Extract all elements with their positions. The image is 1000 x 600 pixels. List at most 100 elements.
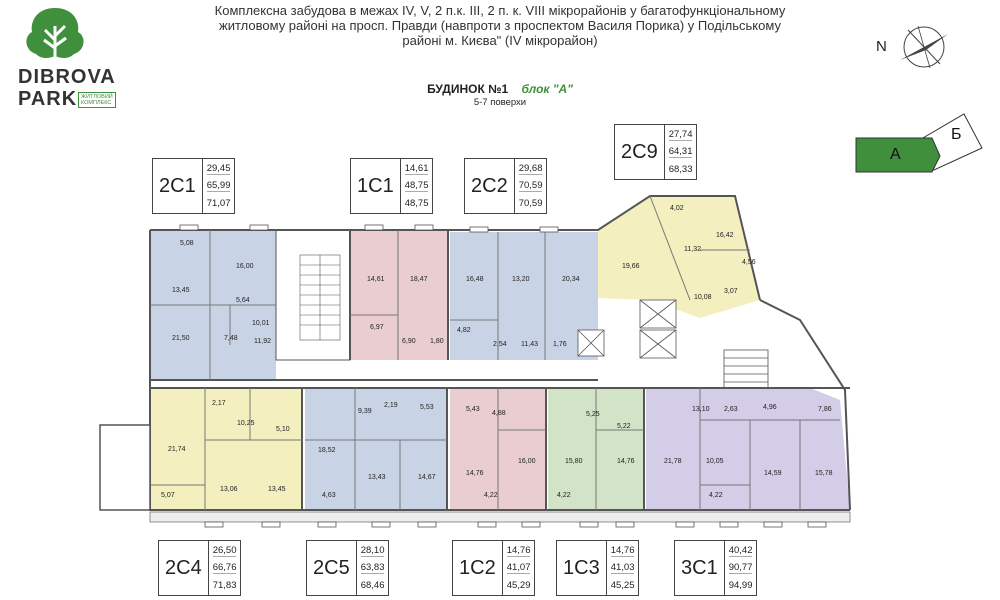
unit-area-total: 70,59 <box>518 180 543 193</box>
unit-label-2c2: 2С2 29,68 70,59 70,59 <box>464 158 548 214</box>
room-area: 1,76 <box>553 341 567 348</box>
room-area: 21,74 <box>168 446 186 453</box>
room-area: 4,22 <box>557 492 571 499</box>
unit-area-gross: 68,46 <box>360 580 385 592</box>
unit-area-living: 40,42 <box>728 544 753 557</box>
room-area: 2,54 <box>493 341 507 348</box>
room-area: 14,61 <box>367 276 385 283</box>
unit-2c5-area <box>305 388 447 510</box>
unit-area-gross: 70,59 <box>518 198 543 210</box>
room-area: 4,02 <box>670 205 684 212</box>
unit-area-gross: 48,75 <box>404 198 429 210</box>
room-area: 20,34 <box>562 276 580 283</box>
unit-area-total: 90,77 <box>728 562 753 575</box>
room-area: 18,47 <box>410 276 428 283</box>
unit-area-total: 63,83 <box>360 562 385 575</box>
unit-2c4-area <box>150 388 302 510</box>
room-area: 10,05 <box>706 458 724 465</box>
unit-area-living: 14,61 <box>404 162 429 175</box>
unit-area-total: 48,75 <box>404 180 429 193</box>
compass-icon <box>900 25 948 69</box>
unit-2c9-area <box>598 196 760 318</box>
unit-area-living: 29,68 <box>518 162 543 175</box>
room-area: 2,19 <box>384 402 398 409</box>
room-area: 11,43 <box>521 341 538 348</box>
logo-word-2: PARK <box>18 88 78 110</box>
unit-label-2c1: 2С1 29,45 65,99 71,07 <box>152 158 236 214</box>
tree-icon <box>26 8 84 64</box>
project-description-line-2: житловому районі на просп. Правди (навпр… <box>219 18 781 33</box>
room-area: 16,42 <box>716 232 734 239</box>
block-key-other: Б <box>951 126 962 143</box>
room-area: 5,10 <box>276 426 290 433</box>
room-area: 4,56 <box>742 259 756 266</box>
room-area: 5,43 <box>466 406 480 413</box>
logo-tagline-1: ЖИТЛОВИЙ <box>81 94 113 100</box>
unit-area-total: 65,99 <box>206 180 231 193</box>
room-area: 1,80 <box>430 338 444 345</box>
room-area: 5,64 <box>236 297 250 304</box>
room-area: 10,08 <box>694 294 712 301</box>
room-area: 2,17 <box>212 400 226 407</box>
room-area: 3,07 <box>724 288 738 295</box>
unit-area-living: 29,45 <box>206 162 231 175</box>
unit-area-living: 14,76 <box>610 544 635 557</box>
floors-label: 5-7 поверхи <box>473 97 527 108</box>
unit-code: 1С1 <box>351 159 401 213</box>
unit-area-gross: 45,29 <box>506 580 531 592</box>
unit-code: 1С2 <box>453 541 503 595</box>
unit-code: 2С1 <box>153 159 203 213</box>
logo-tagline-2: КОМПЛЕКС <box>81 100 112 106</box>
room-area: 4,22 <box>709 492 723 499</box>
block-label: блок "А" <box>521 82 573 96</box>
room-area: 5,25 <box>586 411 600 418</box>
unit-1c1-area <box>350 230 448 360</box>
room-area: 13,45 <box>268 486 286 493</box>
room-area: 16,00 <box>236 263 254 270</box>
room-area: 2,63 <box>724 406 738 413</box>
unit-code: 2С9 <box>615 125 665 179</box>
unit-area-gross: 68,33 <box>668 164 693 176</box>
room-area: 15,80 <box>565 458 583 465</box>
unit-3c1-area <box>646 388 850 510</box>
room-area: 4,63 <box>322 492 336 499</box>
room-area: 21,50 <box>172 335 190 342</box>
room-area: 6,97 <box>370 324 384 331</box>
logo-word-1: DIBROVA <box>18 66 116 88</box>
room-area: 4,96 <box>763 404 777 411</box>
room-area: 14,59 <box>764 470 782 477</box>
room-area: 13,06 <box>220 486 238 493</box>
room-area: 6,90 <box>402 338 416 345</box>
room-area: 13,10 <box>692 406 710 413</box>
unit-area-gross: 45,25 <box>610 580 635 592</box>
room-area: 11,32 <box>684 246 701 253</box>
room-area: 19,66 <box>622 263 640 270</box>
building-title: БУДИНОК №1 <box>427 82 509 96</box>
unit-area-gross: 94,99 <box>728 580 753 592</box>
unit-label-3c1: 3С1 40,42 90,77 94,99 <box>674 540 758 596</box>
unit-code: 2С4 <box>159 541 209 595</box>
room-area: 16,00 <box>518 458 536 465</box>
room-area: 13,20 <box>512 276 530 283</box>
unit-code: 2С2 <box>465 159 515 213</box>
unit-area-living: 26,50 <box>212 544 237 557</box>
room-area: 14,76 <box>466 470 484 477</box>
room-area: 11,92 <box>254 338 271 345</box>
room-area: 4,22 <box>484 492 498 499</box>
room-area: 4,88 <box>492 410 506 417</box>
unit-code: 3С1 <box>675 541 725 595</box>
room-area: 5,07 <box>161 492 175 499</box>
unit-area-living: 14,76 <box>506 544 531 557</box>
room-area: 21,78 <box>664 458 682 465</box>
unit-area-total: 66,76 <box>212 562 237 575</box>
room-area: 5,08 <box>180 240 194 247</box>
room-area: 7,48 <box>224 335 238 342</box>
room-area: 7,86 <box>818 406 832 413</box>
unit-area-gross: 71,07 <box>206 198 231 210</box>
unit-area-total: 41,07 <box>506 562 531 575</box>
block-key-active: А <box>890 146 901 163</box>
